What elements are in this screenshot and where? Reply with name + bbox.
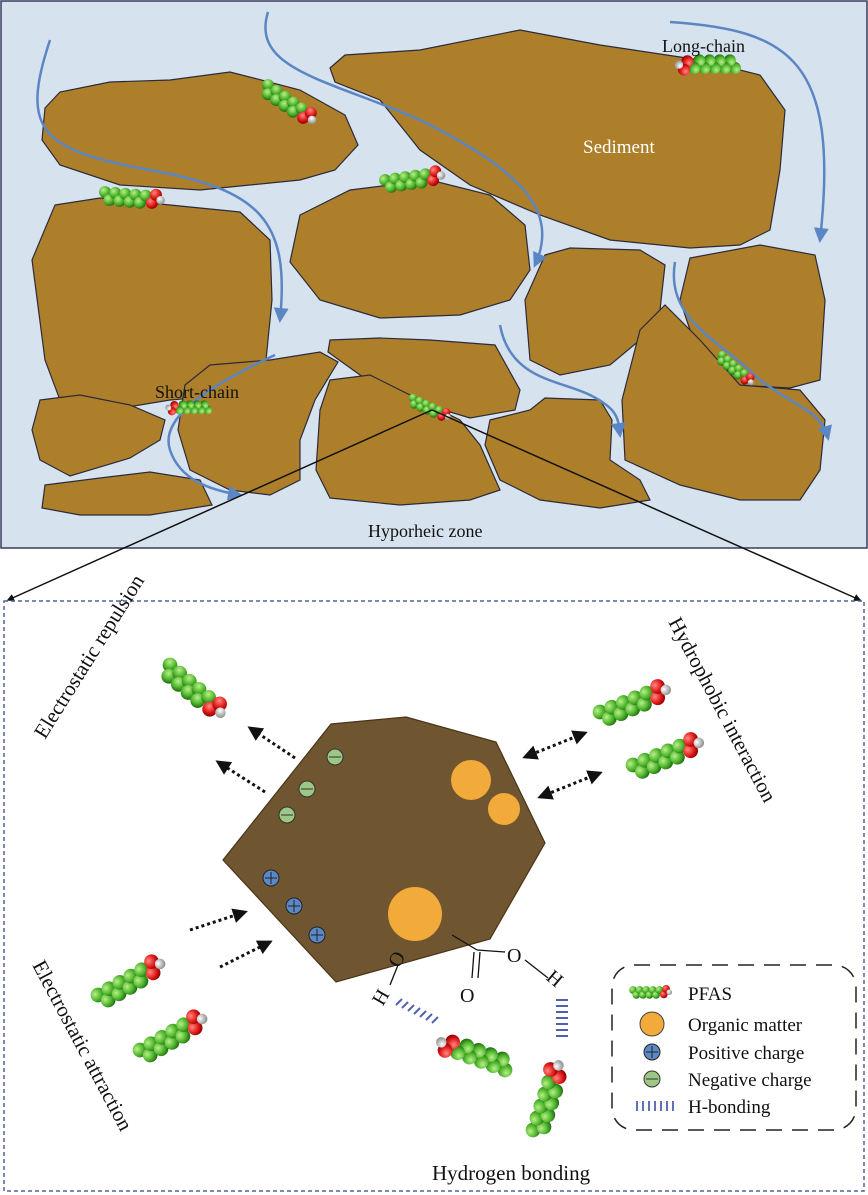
zoom-line-left bbox=[6, 409, 433, 601]
organic-matter-circle bbox=[388, 887, 442, 941]
legend-frame bbox=[611, 964, 857, 1131]
attraction-arrow bbox=[189, 908, 248, 932]
organic-matter-icon bbox=[639, 1011, 665, 1037]
interaction-arrows bbox=[189, 726, 603, 969]
legend-label: H-bonding bbox=[688, 1097, 771, 1118]
legend: PFAS Organic matter Positive charge Nega… bbox=[611, 964, 857, 1131]
sediment-grain bbox=[327, 337, 521, 419]
organic-matter-circle bbox=[451, 760, 491, 800]
flow-arrow bbox=[669, 20, 829, 243]
negative-charge-icon bbox=[643, 1070, 661, 1088]
label-long-chain: Long-chain bbox=[662, 36, 745, 56]
top-panel: Long-chain Sediment Short-chain Hyporhei… bbox=[0, 0, 868, 549]
positive-charges bbox=[262, 869, 326, 944]
h-bond-icon bbox=[636, 1101, 674, 1111]
flow-arrow bbox=[264, 11, 547, 268]
h-bond bbox=[556, 999, 568, 1037]
flow-arrows bbox=[36, 11, 832, 501]
flow-arrow bbox=[167, 353, 276, 501]
sediment-grain bbox=[329, 29, 786, 249]
hydrophobic-arrow bbox=[537, 770, 603, 800]
negative-charge-icon bbox=[326, 748, 344, 766]
positive-charge-icon bbox=[643, 1043, 661, 1061]
legend-label: PFAS bbox=[688, 984, 732, 1005]
sediment-grain bbox=[41, 471, 213, 516]
label-sediment: Sediment bbox=[583, 137, 655, 158]
sediment-grain bbox=[31, 394, 166, 477]
functional-groups bbox=[389, 934, 549, 986]
organic-matter bbox=[388, 760, 520, 941]
legend-label: Negative charge bbox=[688, 1070, 812, 1091]
atom-o: O bbox=[460, 985, 474, 1007]
label-hydrogen-bonding: Hydrogen bonding bbox=[432, 1161, 591, 1185]
positive-charge-icon bbox=[308, 926, 326, 944]
negative-charges bbox=[278, 748, 344, 824]
sediment-grain bbox=[621, 304, 826, 501]
sediment-grain bbox=[484, 397, 651, 509]
label-short-chain: Short-chain bbox=[155, 382, 239, 402]
sediment-grain bbox=[177, 351, 339, 496]
h-bond bbox=[395, 998, 439, 1024]
flow-arrow bbox=[498, 324, 626, 438]
negative-charge-icon bbox=[298, 780, 316, 798]
positive-charge-icon bbox=[262, 869, 280, 887]
organic-matter-circle bbox=[488, 793, 520, 825]
atom-o: O bbox=[507, 945, 521, 967]
negative-charge-icon bbox=[278, 806, 296, 824]
flow-arrow bbox=[36, 39, 289, 323]
legend-label: Organic matter bbox=[688, 1015, 803, 1036]
positive-charge-icon bbox=[285, 897, 303, 915]
h-bonds bbox=[395, 998, 568, 1037]
sediment-grains bbox=[31, 29, 826, 516]
hydrophobic-arrow bbox=[522, 730, 588, 760]
zoom-line-right bbox=[431, 409, 862, 601]
bottom-panel: O O H O H Electrostatic repulsion Hydrop… bbox=[3, 570, 865, 1192]
label-hyporheic-zone: Hyporheic zone bbox=[368, 521, 482, 541]
flow-arrow bbox=[672, 261, 832, 441]
legend-label: Positive charge bbox=[688, 1043, 804, 1064]
